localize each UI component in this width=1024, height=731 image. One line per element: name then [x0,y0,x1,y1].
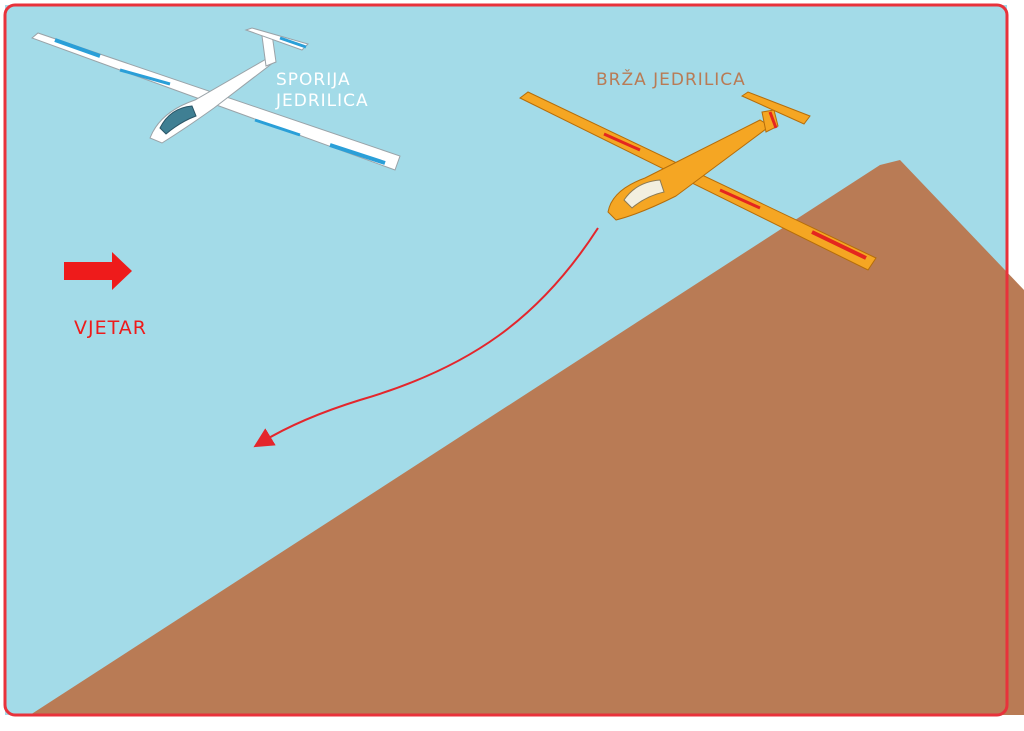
fast-glider-label: BRŽA JEDRILICA [596,70,746,90]
wind-label: VJETAR [74,317,147,339]
right-arrow-icon [64,252,132,290]
slow-glider-stripe [329,143,386,165]
slow-glider-stripe [254,118,301,137]
slow-glider-cockpit [159,105,197,135]
slow-glider [31,27,401,171]
slow-glider-stripe [119,68,171,86]
fast-glider-stripe [719,188,761,210]
fast-glider-cockpit [623,179,665,209]
slow-glider-tail-stripe [279,36,307,49]
fast-glider-stripe [811,230,867,260]
slow-glider-stripe [54,38,101,58]
mountain [30,160,1024,715]
fast-glider-stripe [603,132,641,152]
fast-glider [519,91,877,271]
fast-glider-tailplane [740,91,811,125]
slow-glider-tailplane [244,27,309,51]
frame-border [3,3,1009,717]
fast-glider-fin-stripe [768,111,778,129]
slow-glider-label: SPORIJA JEDRILICA [276,70,369,112]
flight-path-arrow [253,227,599,448]
